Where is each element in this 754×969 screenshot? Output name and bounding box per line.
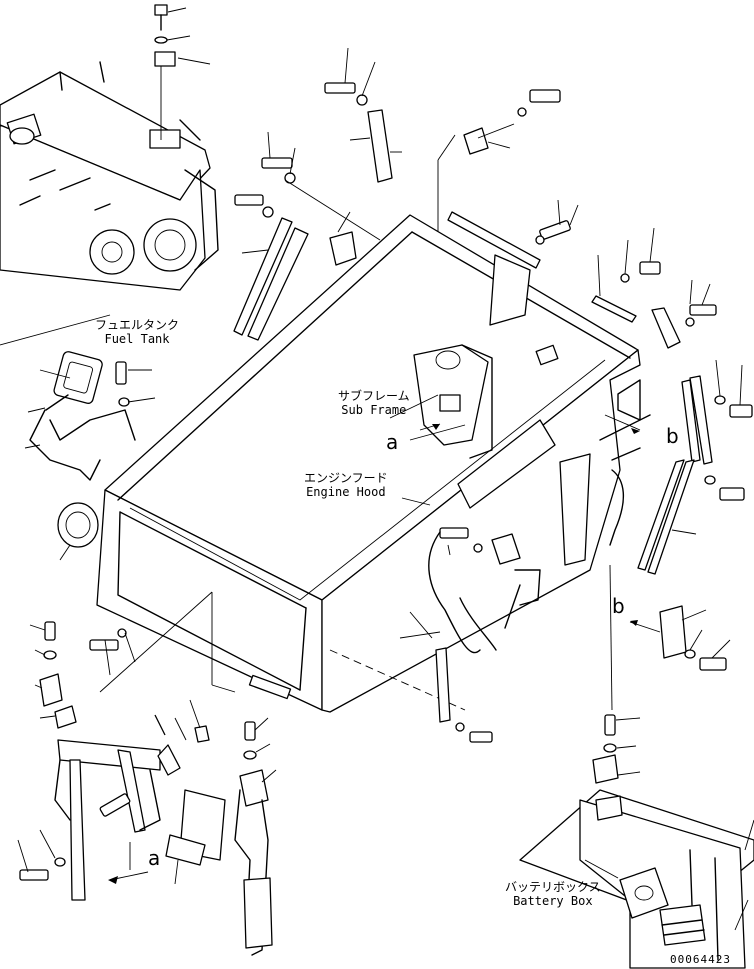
label-leader-lines [389, 394, 641, 506]
fuel-tank-label: フュエルタンク Fuel Tank [95, 318, 179, 346]
ref-b-top: b [666, 424, 679, 448]
right-side-hardware [559, 359, 753, 671]
fuel-tank-label-en: Fuel Tank [104, 332, 170, 346]
mirror-assembly [24, 351, 156, 561]
battery-box-part [519, 564, 754, 969]
hood-latch-hardware [399, 527, 541, 743]
engine-hood-label-jp: エンジンフード [304, 471, 388, 485]
ref-b-mid: b [612, 594, 625, 618]
engine-hood-label: エンジンフード Engine Hood [304, 471, 388, 499]
upper-center-hardware [233, 47, 717, 349]
battery-box-label-jp: バッテリボックス [505, 880, 601, 894]
battery-box-label-en: Battery Box [513, 894, 593, 908]
sub-frame-label-en: Sub Frame [341, 403, 407, 417]
ref-a-bottom: a [148, 846, 161, 870]
fuel-tank-bolt-stack [154, 4, 211, 140]
fuel-tank-part [0, 61, 219, 346]
ref-a-top: a [386, 430, 399, 454]
sub-frame-label: サブフレーム Sub Frame [338, 389, 410, 417]
step-bracket-assembly [17, 621, 277, 956]
sub-frame-part [409, 344, 493, 459]
battery-box-label: バッテリボックス Battery Box [505, 880, 601, 908]
sub-frame-label-jp: サブフレーム [338, 389, 410, 403]
drawing-code: 00064423 [670, 953, 731, 966]
fuel-tank-label-jp: フュエルタンク [95, 318, 180, 332]
engine-hood-label-en: Engine Hood [306, 485, 386, 499]
